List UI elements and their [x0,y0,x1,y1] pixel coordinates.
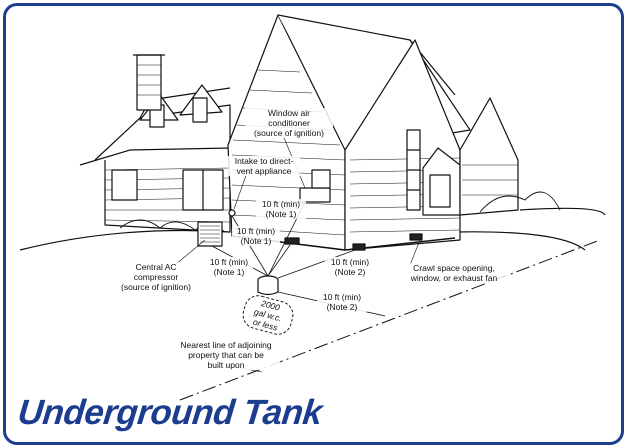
crawl-vent-2 [352,243,366,251]
label-10ft-note1-left: 10 ft (min) (Note 1) [205,257,253,277]
property-line [179,239,601,401]
label-property-line: Nearest line of adjoining property that … [172,340,280,370]
label-intake: Intake to direct- vent appliance [228,156,300,176]
intake-marker [228,209,236,217]
dim-line-vent2 [277,249,356,279]
label-10ft-note2-lower: 10 ft (min) (Note 2) [317,292,367,312]
label-10ft-note1-mid: 10 ft (min) (Note 1) [232,226,280,246]
page-title: Underground Tank [16,393,324,432]
crawl-vent-3 [409,233,423,241]
label-central-ac: Central AC compressor (source of ignitio… [110,262,202,292]
driveway-line [519,207,606,216]
porch-window [111,169,138,201]
chimney [136,54,162,111]
label-10ft-note1-upper: 10 ft (min) (Note 1) [256,199,306,219]
label-10ft-note2-right: 10 ft (min) (Note 2) [325,257,375,277]
label-crawl-space: Crawl space opening, window, or exhaust … [398,263,510,283]
crawl-vent-1 [284,237,300,245]
porch-roof [79,147,231,166]
label-window-ac: Window air conditioner (source of igniti… [245,108,333,138]
rear-gable [459,97,519,216]
dim-line-vent [267,244,291,277]
